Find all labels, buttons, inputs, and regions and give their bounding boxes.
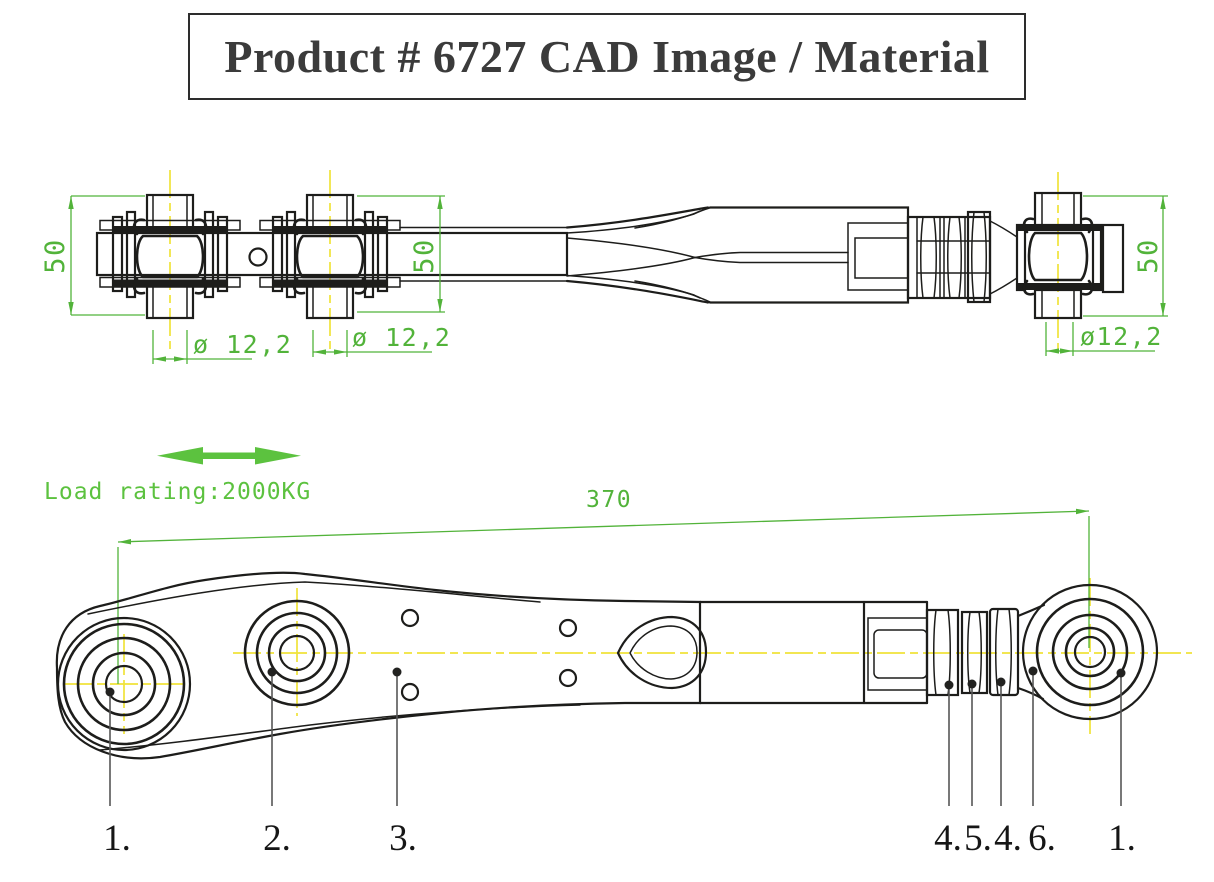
arrow-left-icon (157, 447, 203, 465)
callout-4a: 4. (934, 818, 962, 859)
dim-bore-right-value: ø12,2 (1080, 322, 1163, 351)
dim-overall-length-value: 370 (586, 487, 632, 513)
title-block: Product # 6727 CAD Image / Material (188, 13, 1026, 100)
dimension-height-right: 50 (1083, 195, 1168, 317)
bushing-mid-rings (243, 599, 351, 707)
dimension-overall-length: 370 (117, 487, 1090, 684)
adjuster-nuts-side (925, 607, 1020, 697)
load-rating-annotation: Load rating:2000KG (44, 447, 311, 505)
fork-transition (565, 206, 849, 304)
callout-1a: 1. (103, 818, 131, 859)
dimension-bore-mid: ø 12,2 (312, 323, 451, 357)
load-rating-label: Load rating:2000KG (44, 479, 311, 505)
arrow-right-icon (255, 447, 301, 465)
dim-height-right-value: 50 (1133, 238, 1164, 274)
arm-holes (400, 608, 578, 702)
callout-1b: 1. (1108, 818, 1136, 859)
bushing-assembly-right (1015, 191, 1125, 320)
dimension-height-mid: 50 (357, 195, 445, 313)
page-title: Product # 6727 CAD Image / Material (224, 31, 990, 82)
callout-4b: 4. (994, 818, 1022, 859)
arm-body (55, 571, 702, 760)
teardrop-opening (616, 615, 708, 690)
dim-bore-mid-value: ø 12,2 (352, 323, 451, 352)
rod-end-eye (1016, 583, 1159, 721)
side-view: 370 (55, 487, 1192, 760)
callout-3: 3. (389, 818, 417, 859)
top-view-centerlines (169, 170, 1059, 352)
dim-height-left-value: 50 (40, 238, 71, 274)
callout-6: 6. (1028, 818, 1056, 859)
dimension-height-left: 50 (40, 195, 145, 316)
dim-height-mid-value: 50 (409, 238, 440, 274)
dimension-bore-right: ø12,2 (1045, 322, 1163, 356)
eye-bushing-left (62, 622, 186, 746)
callout-5: 5. (964, 818, 992, 859)
adjuster-nuts (906, 210, 1018, 304)
callout-leaders (105, 666, 1126, 806)
side-view-centerlines (64, 578, 1192, 734)
callout-labels: 1. 2. 3. 4. 5. 4. 6. 1. (103, 818, 1136, 859)
callout-2: 2. (263, 818, 291, 859)
dimension-bore-left: ø 12,2 (152, 330, 292, 364)
top-view: 50 50 50 (40, 170, 1168, 364)
tube-section (708, 206, 910, 304)
dim-bore-left-value: ø 12,2 (193, 330, 292, 359)
